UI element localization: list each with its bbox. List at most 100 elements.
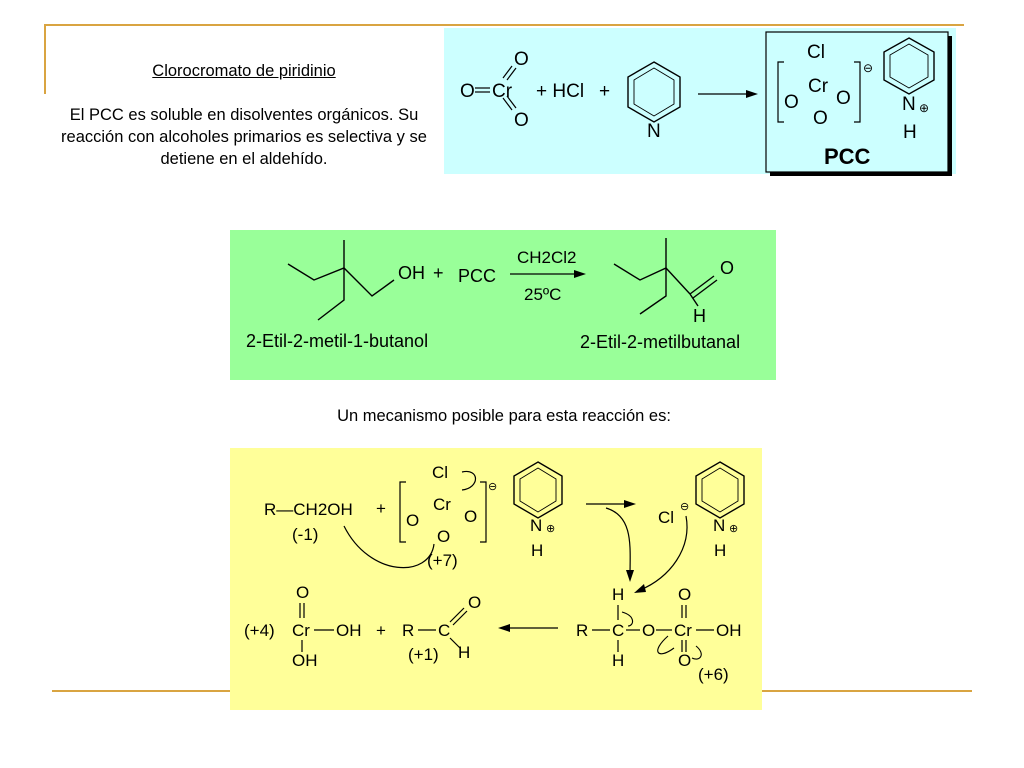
intro-paragraph: El PCC es soluble en disolventes orgánic… [61,106,427,168]
alcohol-hydroxyl: OH [398,263,425,283]
aldehyde-hydrogen: H [458,643,470,662]
elimination-arrow-3 [691,645,702,660]
mechanism-arrowhead-right [624,500,636,508]
pyridine-ring [627,61,681,123]
plus-sign: + [599,81,610,102]
chloride-deprotonation-arrowhead [634,584,646,593]
chromate-chlorine: Cl [432,463,448,482]
oxidation-state-alcohol: (-1) [292,525,318,544]
pcc-nitrogen: N [902,94,916,115]
chromate-minus-charge: ⊖ [488,481,497,493]
aldehyde-carbon: C [438,621,450,640]
curved-arrow-down [605,507,631,577]
product-cr-bonds [299,603,334,652]
slide-heading: Clorocromato de piridinio [152,62,336,80]
chloride-deprotonation-arrow [639,515,688,591]
mechanism-caption: Un mecanismo posible para esta reacción … [337,407,671,425]
pcc-minus-charge: ⊖ [863,61,873,75]
chromate-chromium: Cr [433,495,451,514]
aldehyde-skeleton [613,238,718,315]
ester-cr-top-oxygen: O [678,585,691,604]
formation-arrowhead [746,90,758,98]
pcc-box [765,31,949,173]
mechanism-plus-1: + [376,499,386,518]
chromate-right-oxygen: O [464,507,477,526]
pcc-plus-charge: ⊕ [919,101,929,115]
reagent-pcc: PCC [458,266,496,286]
frame-top-line [44,24,964,26]
chromate-bottom-oxygen: O [437,527,450,546]
elimination-arrow-2 [657,635,675,655]
pcc-hydrogen: H [903,122,917,143]
chromate-brackets [399,481,487,543]
chromate-left-oxygen: O [406,511,419,530]
intro-text-block: Clorocromato de piridinio El PCC es solu… [54,60,434,170]
reactant-name: 2-Etil-2-metil-1-butanol [246,331,428,351]
mechanism-nitrogen-1: N [530,516,542,535]
reaction-plus: + [433,263,444,283]
chloride-minus-charge: ⊖ [680,501,689,513]
pyridine-nitrogen: N [647,121,661,142]
pcc-pyridinium-ring [883,37,935,95]
ester-bottom-hydrogen: H [612,651,624,670]
oxidation-reaction-panel: OH + PCC CH2Cl2 25ºC O H 2-Etil-2-metil-… [230,230,778,380]
aldehyde-oxygen: O [720,258,734,278]
pcc-brackets [777,61,861,123]
mechanism-background [230,448,762,710]
mechanism-hydrogen-2: H [714,541,726,560]
ester-cr-bottom-oxygen: O [678,651,691,670]
reaction-background [230,230,776,380]
frame-left-line [44,24,46,94]
aldehyde-bonds [449,607,468,649]
product-cr-hydroxyl: OH [336,621,362,640]
pcc-right-oxygen: O [836,88,851,109]
ester-top-hydrogen: H [612,585,624,604]
product-chromium: Cr [292,621,310,640]
chloride-leaving-arrow [461,470,477,491]
oxidation-state-aldehyde: (+1) [408,645,439,664]
mechanism-nitrogen-2: N [713,516,725,535]
mechanism-hydrogen-1: H [531,541,543,560]
oxidation-state-cr4: (+4) [244,621,275,640]
curved-arrowhead-down [626,570,634,582]
plus-hcl: + HCl [536,81,584,102]
cro3-left-oxygen: O [460,81,475,102]
ester-r-group: R [576,621,588,640]
mechanism-pyridinium-ring-1 [513,461,563,519]
pcc-chromium: Cr [808,76,829,97]
elimination-arrow-1 [621,611,634,627]
alcohol-skeleton [287,240,395,321]
pcc-left-oxygen: O [784,92,799,113]
cro3-bottom-oxygen: O [514,110,529,131]
aldehyde-r-group: R [402,621,414,640]
mechanism-plus-charge-2: ⊕ [729,523,738,535]
ester-oxygen: O [642,621,655,640]
condition-solvent: CH2Cl2 [517,248,577,267]
oxidation-state-cr6: (+6) [698,665,729,684]
mechanism-pyridinium-ring-2 [695,461,745,519]
ester-cr-double-bonds [681,605,687,652]
aldehyde-oxygen: O [468,593,481,612]
pcc-bottom-oxygen: O [813,108,828,129]
product-name: 2-Etil-2-metilbutanal [580,332,740,352]
product-cr-bottom-hydroxyl: OH [292,651,318,670]
ester-chromium: Cr [674,621,692,640]
reaction-arrowhead [574,270,586,278]
chloride-ion: Cl [658,508,674,527]
aldehyde-hydrogen: H [693,306,706,326]
cro3-bonds [475,65,517,111]
cro3-top-oxygen: O [514,49,529,70]
mechanism-plus-charge-1: ⊕ [546,523,555,535]
product-cr-oxygen: O [296,583,309,602]
alcohol-attack-arrow [343,525,435,569]
mechanism-plus-2: + [376,621,386,640]
pcc-label: PCC [824,144,871,169]
pcc-chlorine: Cl [807,42,825,63]
alcohol-formula: R—CH2OH [264,500,353,519]
condition-temperature: 25ºC [524,285,561,304]
ester-carbon: C [612,621,624,640]
pcc-formation-panel: O O Cr O + HCl + N Cl Cr O O O ⊖ N ⊕ H P… [444,28,956,178]
mechanism-arrowhead-left [498,624,510,632]
mechanism-panel: R—CH2OH (-1) + Cl Cr O O O ⊖ (+7) N ⊕ H … [230,448,764,710]
oxidation-state-cr7: (+7) [427,551,458,570]
